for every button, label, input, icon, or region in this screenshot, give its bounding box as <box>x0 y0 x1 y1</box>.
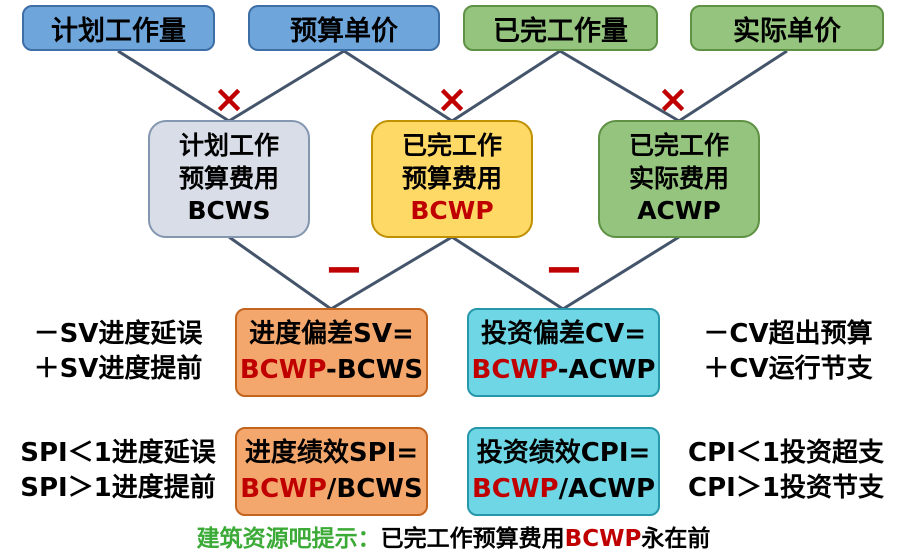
formula-sv-bcwp: BCWP <box>239 354 327 385</box>
box-completed-work-quantity: 已完工作量 <box>463 5 658 51</box>
formula-sv-title: 进度偏差SV= <box>249 319 414 350</box>
minus-operator-2: − <box>543 241 585 297</box>
formula-cpi-expression: BCWP/ACWP <box>472 472 655 507</box>
formula-cpi-title: 投资绩效CPI= <box>476 438 651 469</box>
caption-prefix: 建筑资源吧提示： <box>196 526 381 551</box>
note-cpi-line1: CPI＜1投资超支 <box>688 438 884 468</box>
formula-spi-title: 进度绩效SPI= <box>244 438 419 469</box>
box-acwp-code: ACWP <box>637 196 721 226</box>
box-actual-unit-price: 实际单价 <box>690 5 884 51</box>
box-bcwp-line2: 预算费用 <box>401 163 502 193</box>
note-cpi-line2: CPI＞1投资节支 <box>688 473 884 504</box>
box-acwp-line1: 已完工作 <box>628 131 729 161</box>
formula-box-cv: 投资偏差CV= BCWP-ACWP <box>467 308 660 397</box>
formula-sv-tail: -BCWS <box>326 354 424 385</box>
note-spi-line2: SPI＞1进度提前 <box>20 473 216 504</box>
box-bcwp-line1: 已完工作 <box>401 131 502 161</box>
box-acwp-line2: 实际费用 <box>628 163 729 193</box>
note-cv-line2: ＋CV运行节支 <box>703 354 873 385</box>
formula-cv-bcwp: BCWP <box>471 354 558 385</box>
note-sv-line2: ＋SV进度提前 <box>33 354 203 385</box>
box-planned-work-quantity-label: 计划工作量 <box>51 15 186 47</box>
formula-box-sv: 进度偏差SV= BCWP-BCWS <box>235 308 428 397</box>
box-completed-work-quantity-label: 已完工作量 <box>493 15 628 47</box>
formula-box-cpi: 投资绩效CPI= BCWP/ACWP <box>467 427 660 516</box>
box-actual-unit-price-label: 实际单价 <box>733 15 841 47</box>
box-acwp: 已完工作 实际费用 ACWP <box>598 120 760 238</box>
box-budget-unit-price-label: 预算单价 <box>290 15 398 47</box>
formula-cv-expression: BCWP-ACWP <box>472 353 656 388</box>
formula-sv-expression: BCWP-BCWS <box>240 353 423 388</box>
box-bcws-code: BCWS <box>187 196 271 226</box>
box-bcwp: 已完工作 预算费用 BCWP <box>371 120 533 238</box>
formula-cpi-tail: /ACWP <box>558 473 656 504</box>
note-cv-line1: －CV超出预算 <box>703 319 873 349</box>
multiply-operator-1: × <box>213 77 245 121</box>
multiply-operator-2: × <box>436 77 468 121</box>
formula-spi-tail: /BCWS <box>326 473 423 504</box>
box-bcws-line1: 计划工作 <box>178 131 279 161</box>
caption: 建筑资源吧提示：已完工作预算费用BCWP永在前 <box>0 519 907 551</box>
note-sv-line1: －SV进度延误 <box>33 319 203 349</box>
formula-cv-tail: -ACWP <box>557 354 656 385</box>
caption-suffix: 永在前 <box>641 526 711 551</box>
note-spi-line1: SPI＜1进度延误 <box>20 438 216 468</box>
note-spi: SPI＜1进度延误 SPI＞1进度提前 <box>2 436 234 506</box>
caption-body: 已完工作预算费用 <box>380 526 565 551</box>
formula-cpi-bcwp: BCWP <box>471 473 559 504</box>
minus-operator-1: − <box>323 241 365 297</box>
formula-spi-expression: BCWP/BCWS <box>240 472 422 507</box>
box-bcwp-code: BCWP <box>410 196 494 226</box>
formula-spi-bcwp: BCWP <box>240 473 327 504</box>
box-bcws: 计划工作 预算费用 BCWS <box>148 120 310 238</box>
box-bcws-line2: 预算费用 <box>178 163 279 193</box>
multiply-operator-3: × <box>657 77 689 121</box>
note-sv: －SV进度延误 ＋SV进度提前 <box>4 317 232 387</box>
formula-box-spi: 进度绩效SPI= BCWP/BCWS <box>235 427 428 516</box>
note-cv: －CV超出预算 ＋CV运行节支 <box>672 317 904 387</box>
note-cpi: CPI＜1投资超支 CPI＞1投资节支 <box>666 436 906 506</box>
box-budget-unit-price: 预算单价 <box>248 5 440 51</box>
caption-bcwp: BCWP <box>564 526 642 551</box>
box-planned-work-quantity: 计划工作量 <box>22 5 215 51</box>
formula-cv-title: 投资偏差CV= <box>481 319 646 350</box>
